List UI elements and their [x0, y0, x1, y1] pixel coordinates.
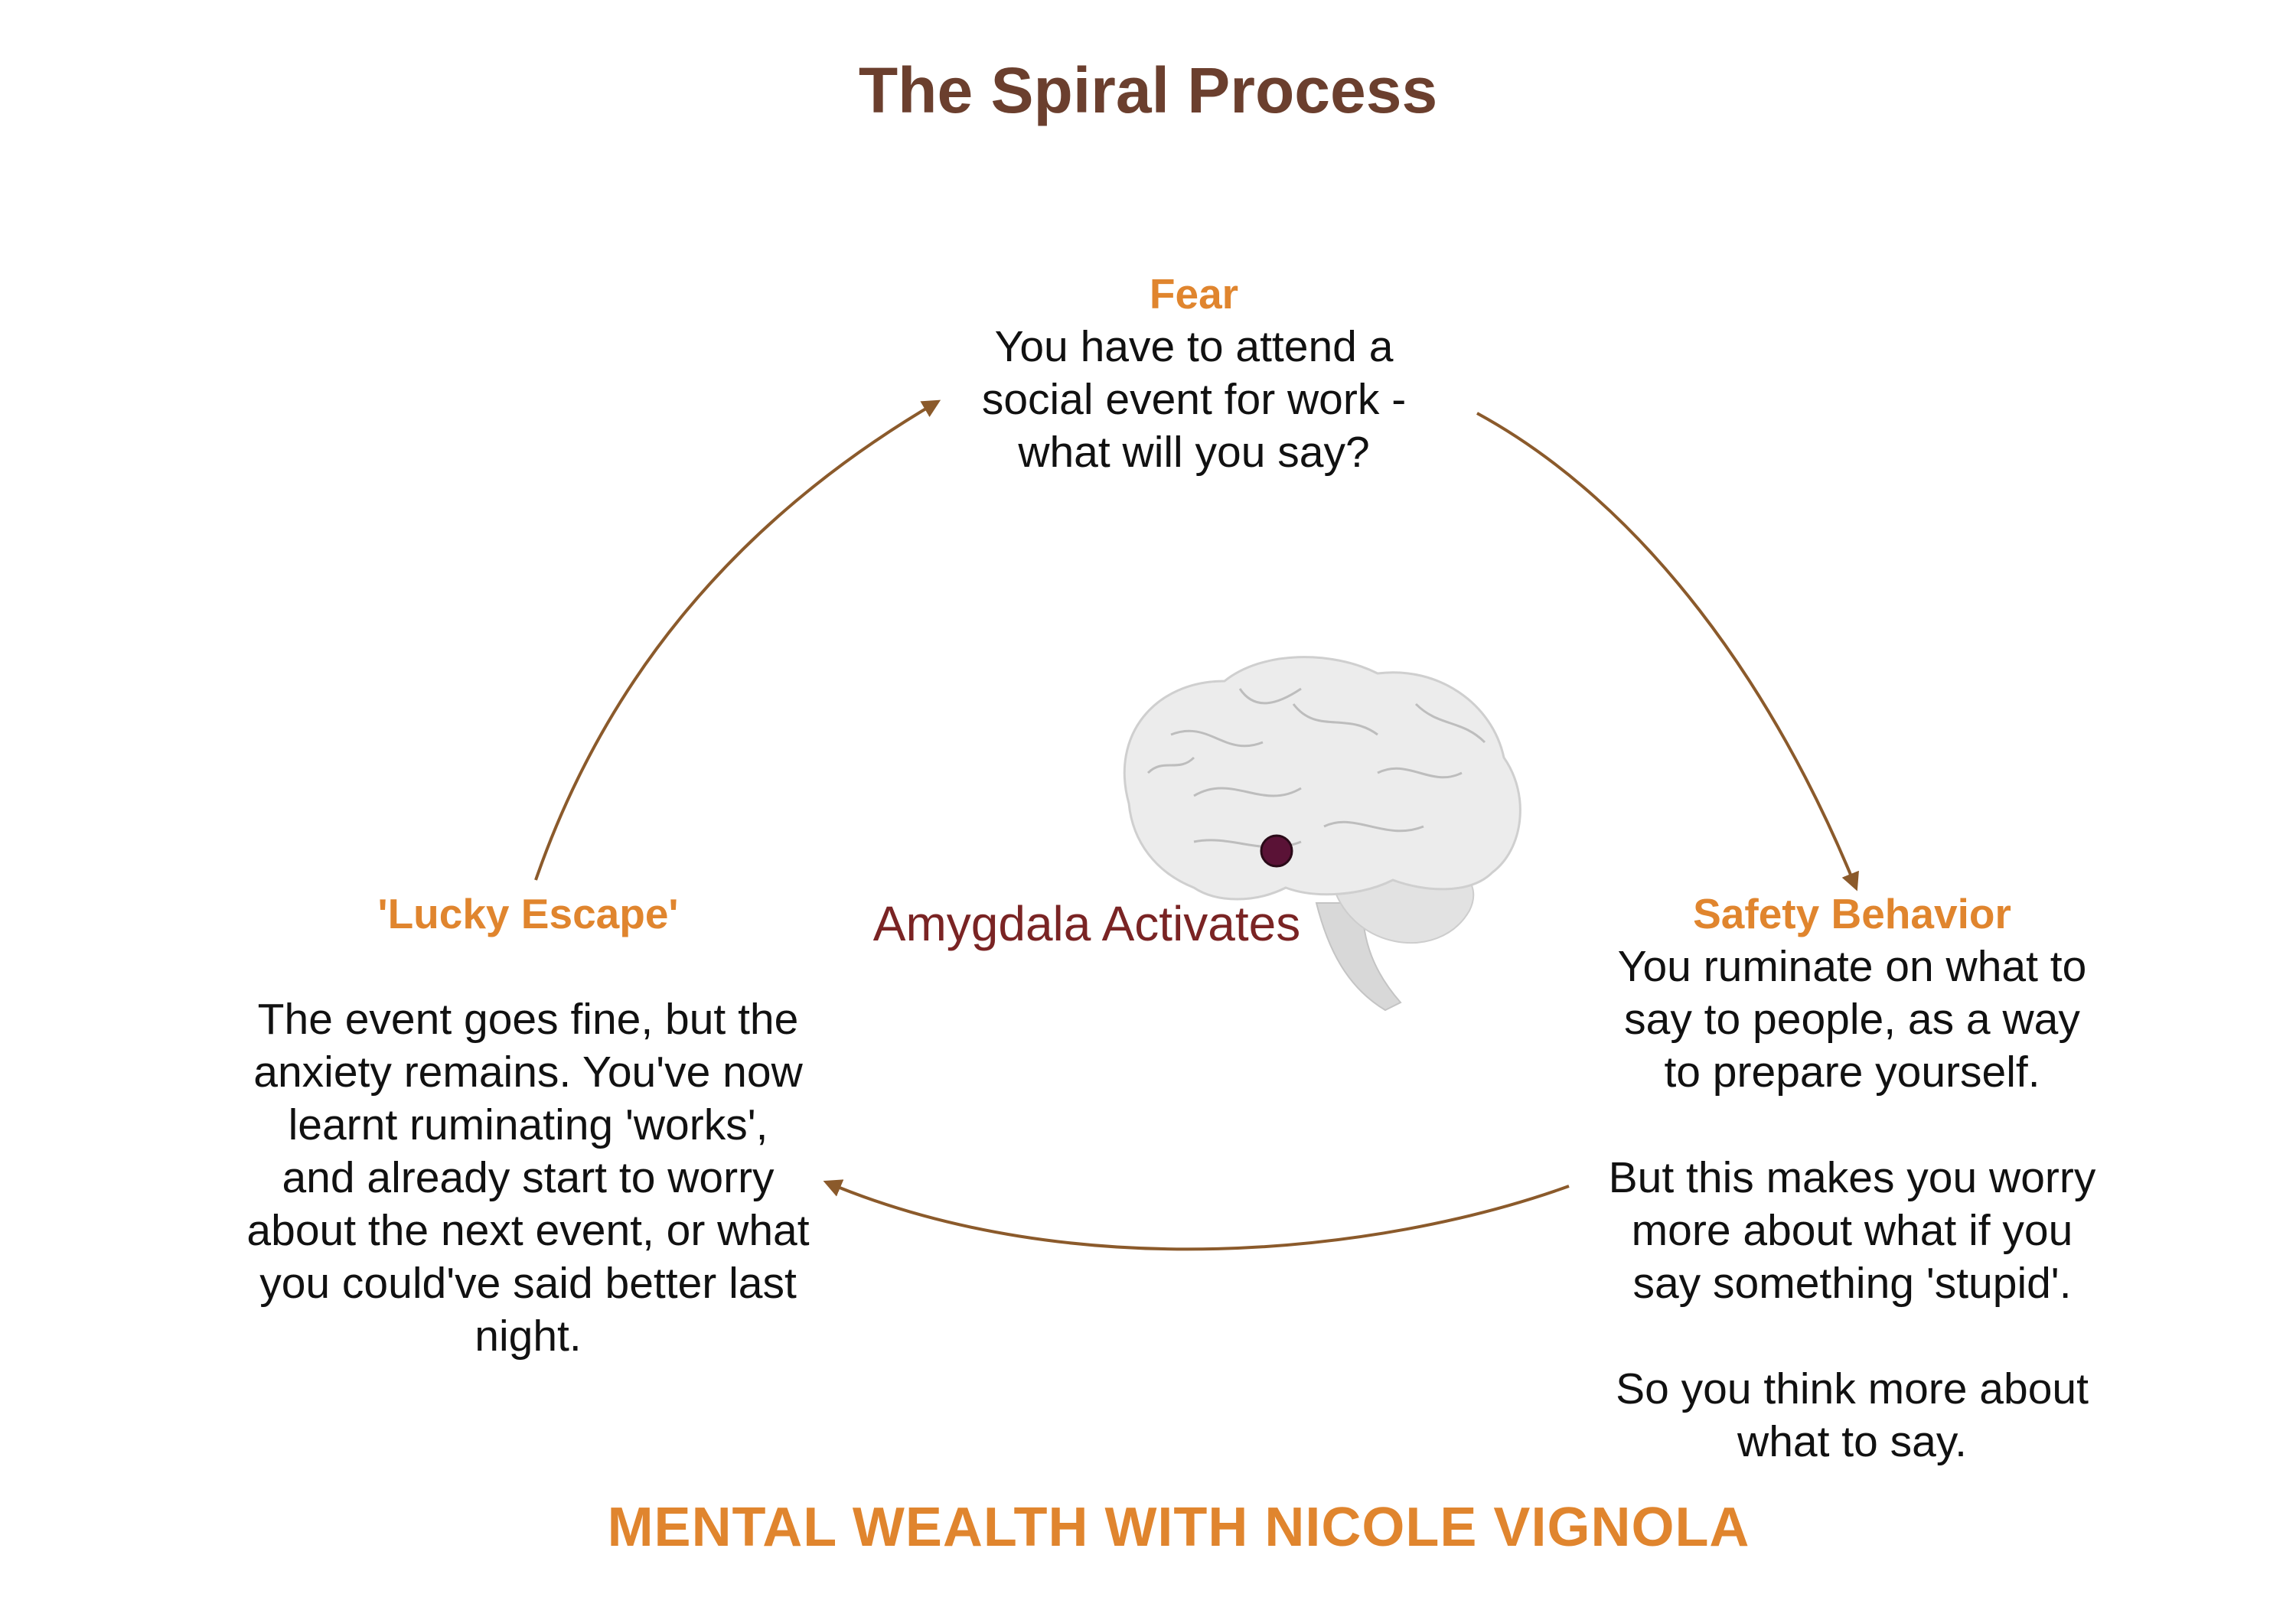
node-fear-heading: Fear [1149, 270, 1239, 318]
amygdala-label: Amygdala Activates [872, 896, 1301, 951]
amygdala-marker [1260, 834, 1293, 868]
footer-brand: MENTAL WEALTH WITH NICOLE VIGNOLA [607, 1497, 1750, 1558]
node-lucky-heading: 'Lucky Escape' [377, 890, 679, 937]
node-safety-text: You ruminate on what to say to people, a… [1608, 942, 2096, 1466]
node-lucky-escape: 'Lucky Escape' The event goes fine, but … [214, 888, 842, 1363]
diagram-title: The Spiral Process [858, 54, 1438, 126]
arrow-safety-to-lucky [823, 1179, 1570, 1251]
node-safety-heading: Safety Behavior [1693, 890, 2011, 937]
node-fear: Fear You have to attend a social event f… [895, 268, 1492, 479]
node-fear-text: You have to attend a social event for wo… [981, 322, 1407, 477]
node-safety-behavior: Safety Behavior You ruminate on what to … [1561, 888, 2143, 1468]
brain-illustration [1123, 656, 1521, 1012]
arrow-lucky-to-fear [534, 399, 941, 881]
arrow-fear-to-safety [1476, 412, 1859, 892]
node-lucky-text: The event goes fine, but the anxiety rem… [246, 995, 810, 1361]
